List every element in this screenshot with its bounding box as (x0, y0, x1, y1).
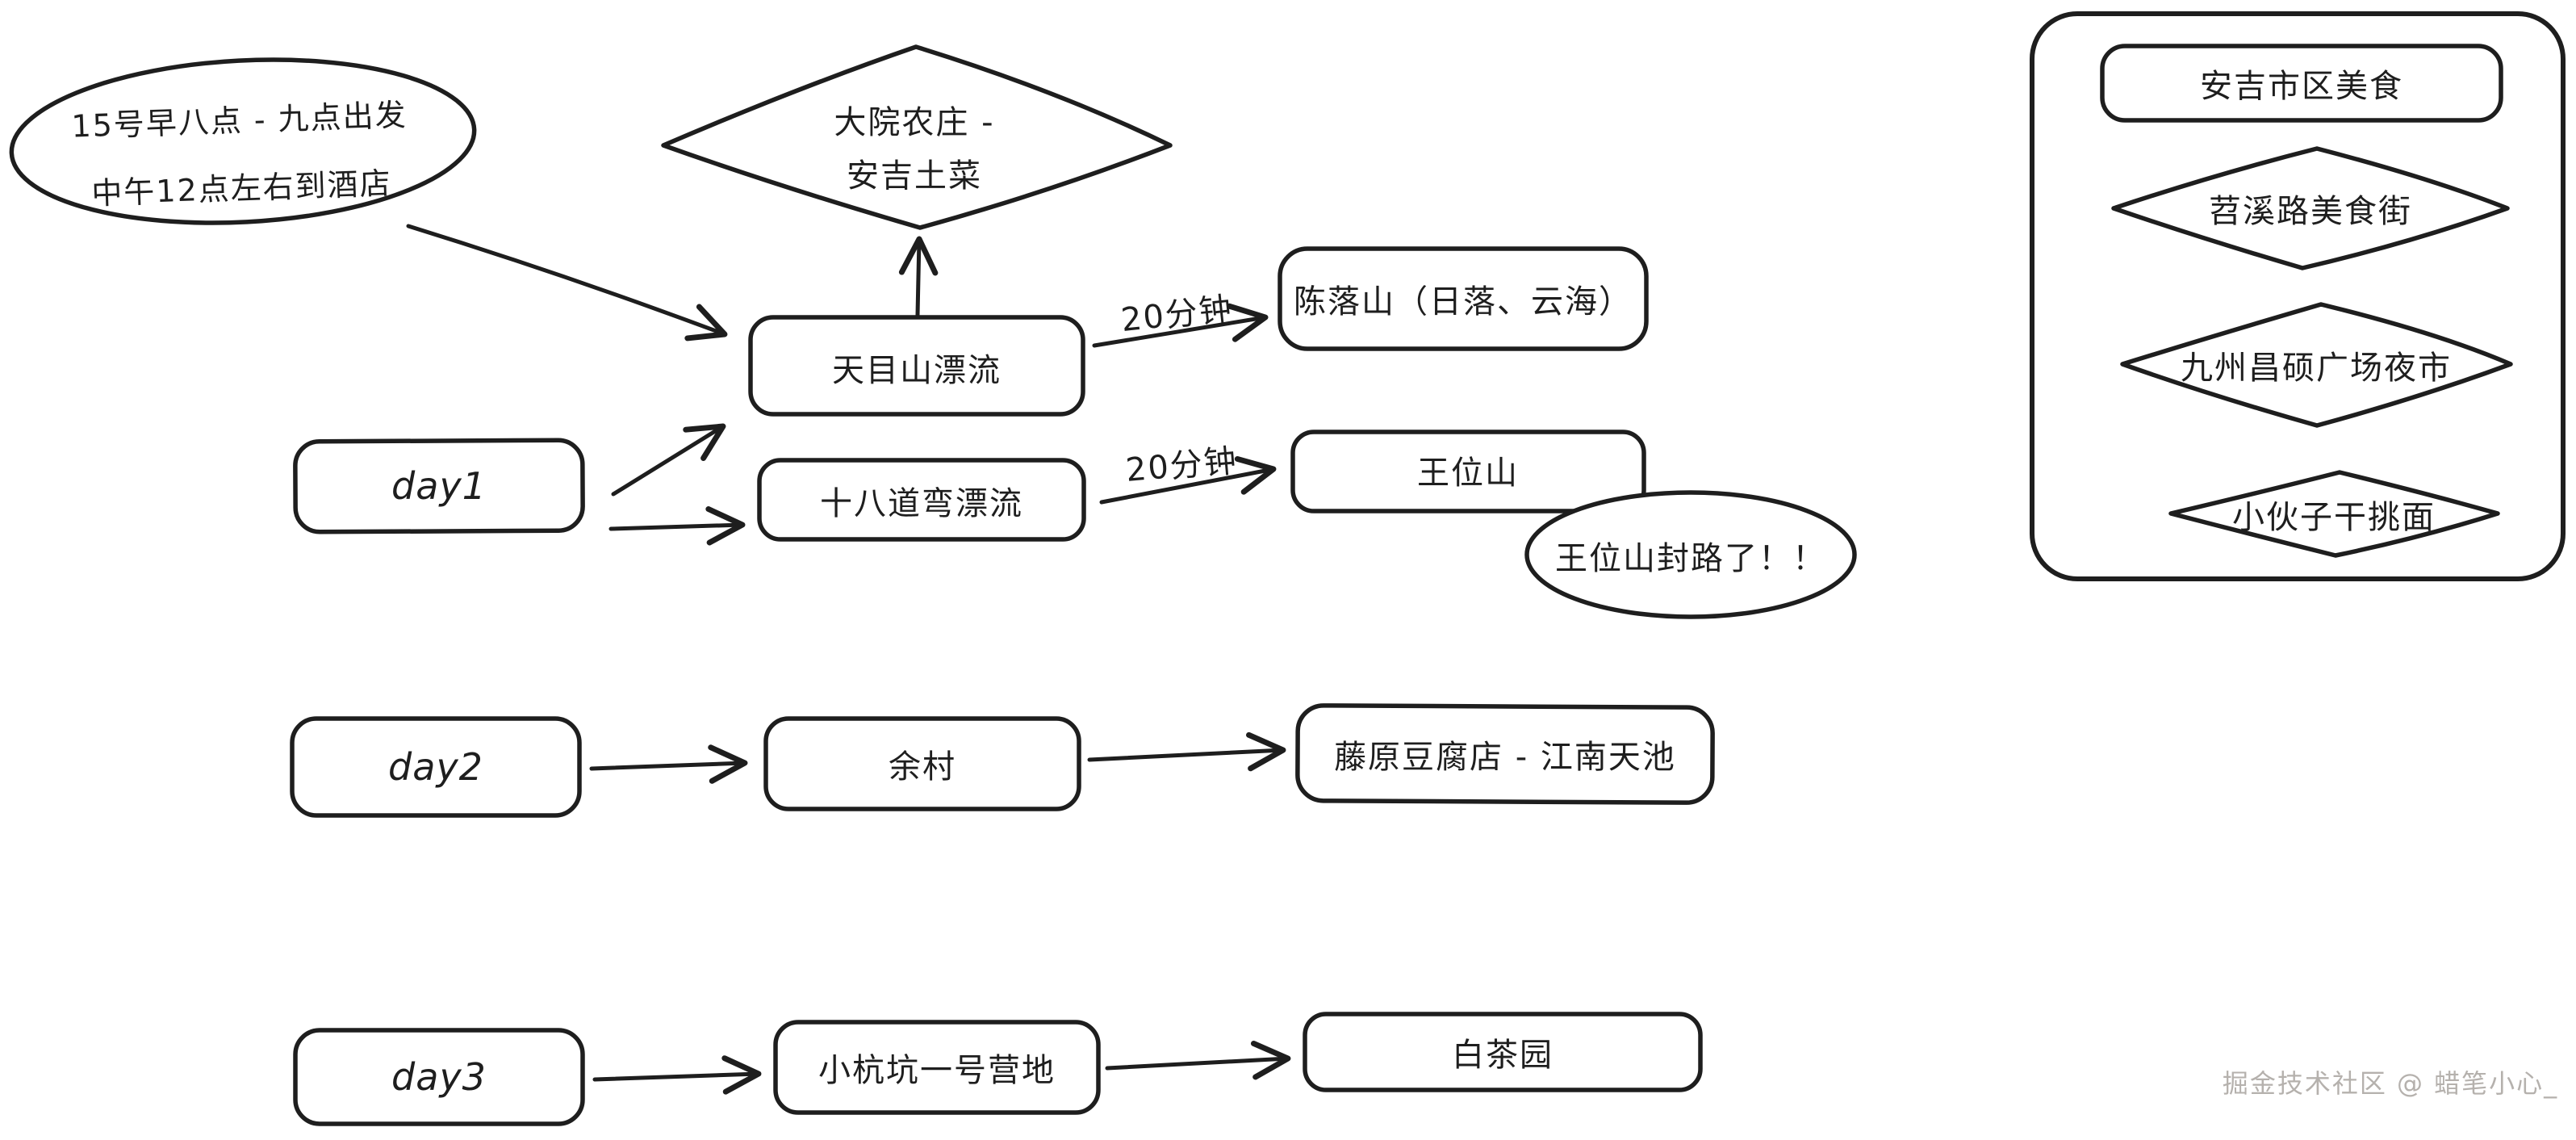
food-item-label-2: 九州昌硕广场夜市 (2181, 350, 2452, 387)
road-closed-note-label: 王位山封路了！！ (1555, 540, 1826, 577)
tianmushan-rafting-node (748, 315, 1085, 417)
day3-label: day3 (391, 1055, 487, 1099)
lunch-diamond-line2: 安吉土菜 (847, 157, 982, 195)
start-note-line2: 中午12点左右到酒店 (90, 165, 393, 212)
duration-wangweishan-label: 20分钟 (1124, 442, 1240, 489)
day1-node (293, 438, 585, 534)
arrow-day1-to-tianmushan (611, 423, 726, 497)
day2-label: day2 (388, 745, 483, 789)
shibadaowan-rafting-label: 十八道弯漂流 (820, 485, 1023, 522)
start-note-ellipse (9, 57, 477, 225)
food-panel-title-box (2100, 44, 2503, 123)
food-item-label-1: 苕溪路美食街 (2209, 193, 2412, 230)
road-closed-note-ellipse (1524, 490, 1857, 619)
arrow-day3-to-camp (592, 1055, 762, 1095)
arrow-tianmushan-to-chenluoshan (1092, 303, 1269, 348)
tengyuan-tofu-label: 藤原豆腐店 - 江南天池 (1334, 739, 1676, 776)
lunch-diamond-line1: 大院农庄 - (834, 104, 995, 141)
start-note-label: 15号早八点 - 九点出发 中午12点左右到酒店 (70, 82, 411, 228)
chenluoshan-node (1278, 246, 1649, 351)
food-item-diamond-2 (2120, 302, 2513, 428)
day1-label: day1 (391, 464, 487, 508)
tianmushan-rafting-label: 天目山漂流 (832, 352, 1002, 389)
watermark-text: 掘金技术社区 @ 蜡笔小心_ (2222, 1068, 2559, 1099)
lunch-diamond-label: 大院农庄 - 安吉土菜 (834, 96, 994, 203)
food-item-diamond-1 (2111, 146, 2510, 270)
arrow-day2-to-yucun (589, 744, 748, 784)
yucun-node (763, 716, 1081, 811)
food-panel-container (2030, 11, 2566, 581)
white-tea-garden-label: 白茶园 (1452, 1037, 1554, 1074)
arrow-shibadaowan-to-wangweishan (1099, 455, 1277, 505)
arrow-startnote-to-tianmushan (406, 224, 728, 342)
tengyuan-tofu-node (1295, 703, 1715, 805)
food-item-label-3: 小伙子干挑面 (2232, 499, 2436, 536)
wangweishan-node (1290, 430, 1646, 513)
arrow-yucun-to-tengyuan (1087, 731, 1286, 772)
food-item-diamond-3 (2168, 470, 2500, 558)
yucun-label: 余村 (889, 748, 956, 786)
day3-node (293, 1028, 585, 1126)
lunch-diamond-shape (661, 44, 1173, 230)
arrow-camp-to-teagarden (1105, 1041, 1291, 1080)
xiaohangkeng-camp-node (773, 1020, 1101, 1115)
day2-node (290, 716, 582, 818)
shibadaowan-rafting-node (757, 458, 1086, 542)
food-panel-title: 安吉市区美食 (2200, 68, 2403, 105)
wangweishan-label: 王位山 (1417, 455, 1519, 492)
start-note-line1: 15号早八点 - 九点出发 (70, 97, 408, 145)
xiaohangkeng-camp-label: 小杭坑一号营地 (818, 1052, 1056, 1089)
arrow-tianmushan-to-lunch-diamond (898, 236, 939, 317)
arrow-day1-to-shibadaowan (608, 506, 746, 546)
white-tea-garden-node (1303, 1012, 1703, 1092)
chenluoshan-label: 陈落山（日落、云海） (1294, 283, 1633, 321)
